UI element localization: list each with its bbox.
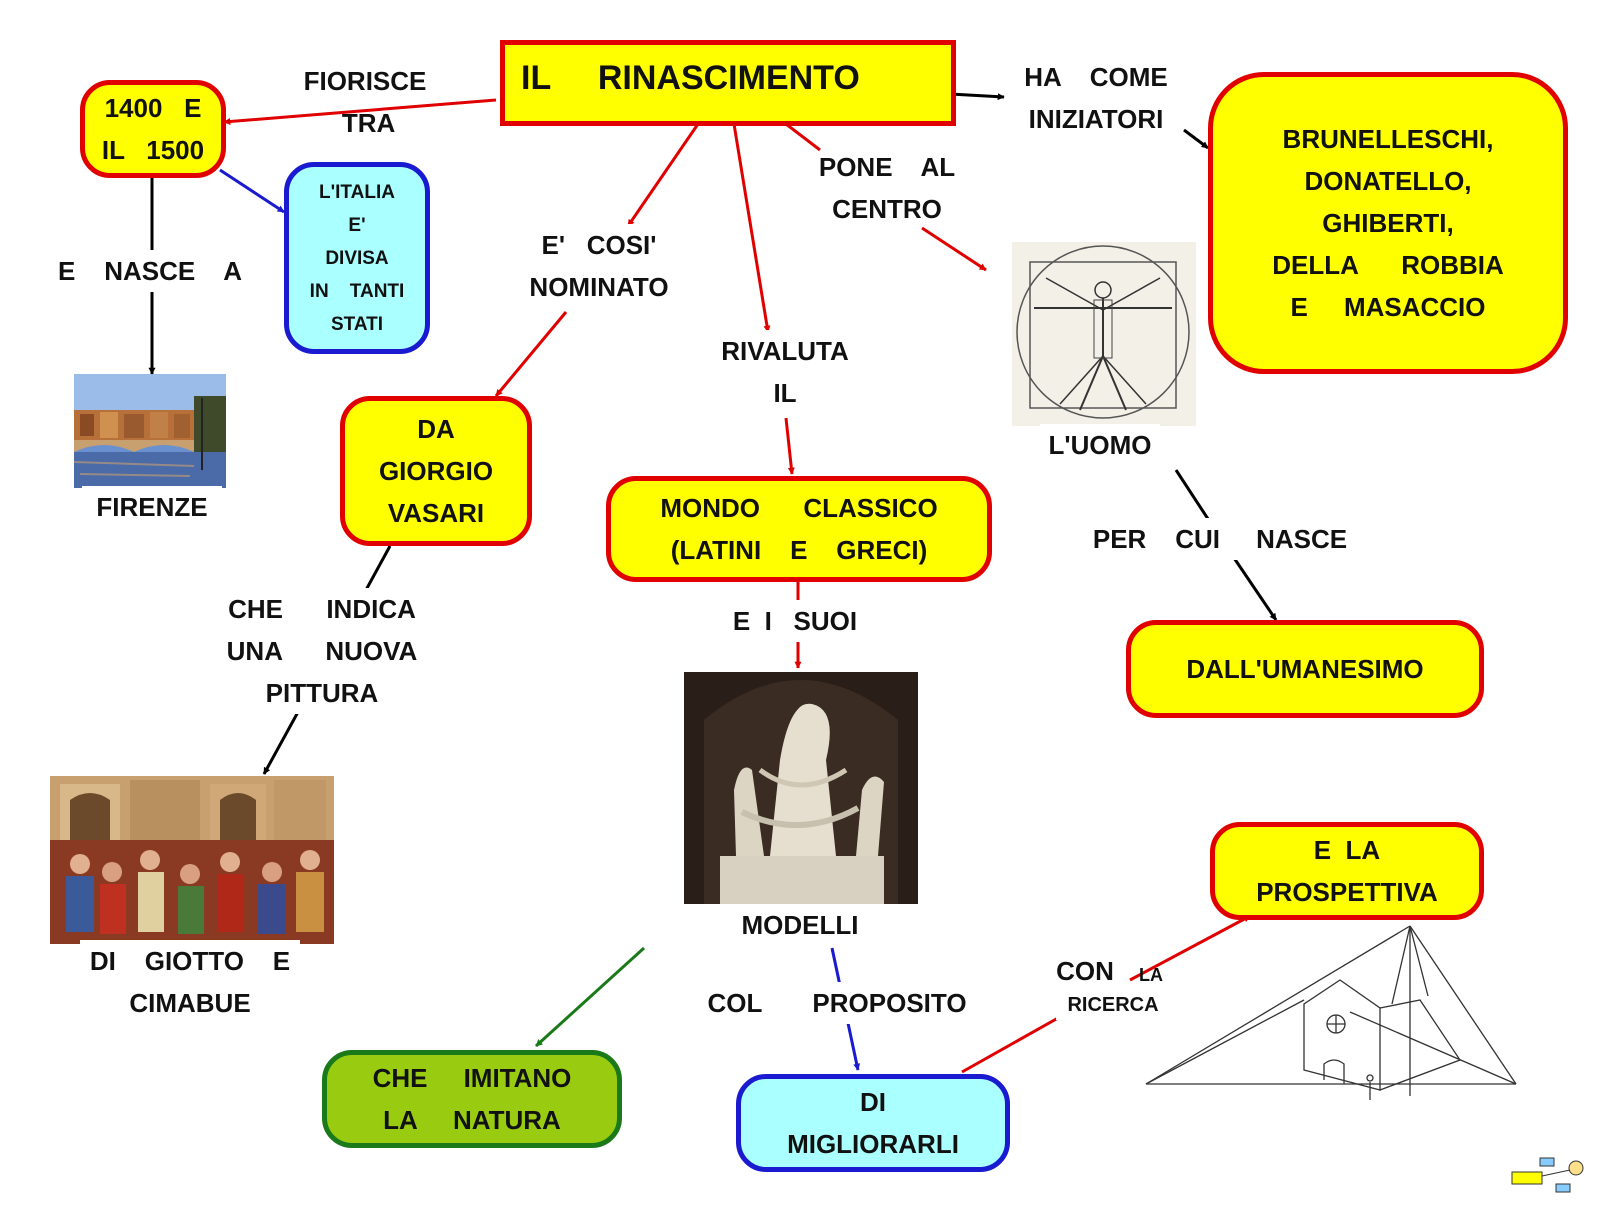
line-vasari-to-indica	[364, 545, 392, 591]
arrow-dates-to-italy	[219, 168, 285, 214]
node-vasari: DA GIORGIO VASARI	[340, 396, 532, 546]
arrow-rivaluta-to-classic	[784, 417, 795, 475]
page-title: IL RINASCIMENTO	[521, 59, 860, 97]
label-e-i-suoi: E I SUOI	[720, 600, 870, 642]
arrow-nominato-to-vasari	[494, 311, 568, 397]
arrow-pone-to-uomo	[921, 226, 987, 272]
label-e-nasce-a: E NASCE A	[50, 250, 250, 292]
laocoon-sculpture-photo	[684, 672, 918, 904]
renaissance-fresco-painting	[50, 776, 334, 944]
line-title-to-pone	[785, 122, 821, 152]
label-con: CON	[1052, 950, 1118, 992]
label-l-uomo: L'UOMO	[1040, 424, 1160, 466]
perspective-church-sketch	[1145, 925, 1517, 1100]
arrow-iniziatori-to-initiators	[1183, 128, 1209, 150]
arrow-title-to-nominato	[626, 123, 700, 227]
label-pone-al-centro: PONE AL CENTRO	[818, 152, 956, 224]
mindmap-app-logo	[1511, 1157, 1584, 1193]
node-humanism: DALL'UMANESIMO	[1126, 620, 1484, 718]
arrow-title-to-dates	[223, 98, 497, 125]
label-ha-come-iniziatori: HA COME INIZIATORI	[1024, 62, 1168, 134]
label-la: LA	[1139, 965, 1163, 985]
node-classic-world: MONDO CLASSICO (LATINI E GRECI)	[606, 476, 992, 582]
arrow-indica-to-fresco	[262, 711, 300, 775]
arrow-modelli-to-nature	[534, 946, 646, 1048]
node-perspective: E LA PROSPETTIVA	[1210, 822, 1484, 920]
arrow-con-to-perspective	[1129, 914, 1251, 982]
vitruvian-man-drawing	[1012, 242, 1196, 426]
label-firenze: FIRENZE	[82, 486, 222, 528]
line-title-to-rivaluta	[732, 123, 771, 333]
arrow-percui-to-humanism	[1228, 551, 1278, 621]
label-fiorisce-tra: FIORISCE TRA	[303, 66, 427, 138]
node-dates: 1400 E IL 1500	[80, 80, 226, 178]
label-e-cosi-nominato: E' COSI' NOMINATO	[514, 224, 684, 308]
label-col-proposito: COL PROPOSITO	[700, 982, 974, 1024]
node-initiators: BRUNELLESCHI, DONATELLO, GHIBERTI, DELLA…	[1208, 72, 1568, 374]
label-rivaluta-il: RIVALUTA IL	[710, 330, 860, 414]
label-ricerca: RICERCA	[1056, 990, 1170, 1020]
ponte-vecchio-photo	[73, 374, 226, 488]
node-italy-divided: L'ITALIA E' DIVISA IN TANTI STATI	[284, 162, 430, 354]
label-modelli: MODELLI	[741, 910, 859, 940]
arrow-title-to-iniziatori	[949, 92, 1005, 101]
label-che-indica-una-nuova-pittura: CHE INDICA UNA NUOVA PITTURA	[220, 588, 424, 714]
node-imitate-nature: CHE IMITANO LA NATURA	[322, 1050, 622, 1148]
label-per-cui-nasce: PER CUI NASCE	[1082, 518, 1358, 560]
node-improve: DI MIGLIORARLI	[736, 1074, 1010, 1172]
label-di-giotto-e-cimabue: DI GIOTTO E CIMABUE	[80, 940, 300, 1024]
line-uomo-to-percui	[1174, 469, 1212, 523]
line-improve-to-con	[961, 1016, 1059, 1074]
title-box: IL RINASCIMENTO	[500, 40, 956, 126]
